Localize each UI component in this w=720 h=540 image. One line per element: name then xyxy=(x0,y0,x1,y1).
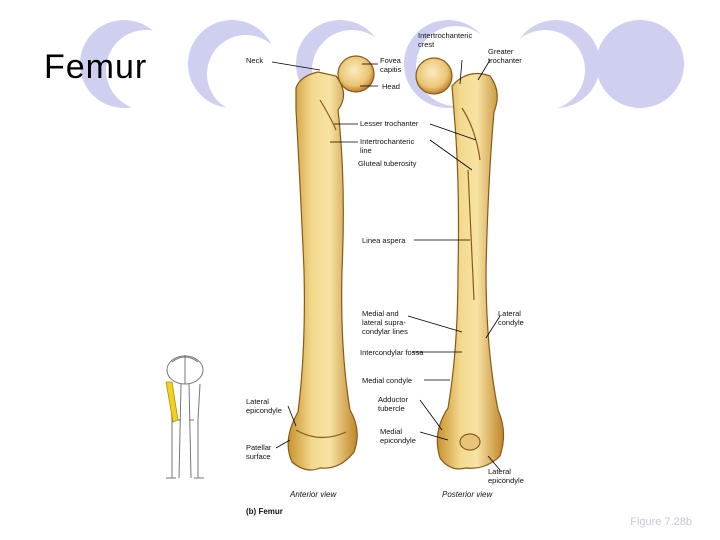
anterior-view-label: Anterior view xyxy=(289,490,337,499)
label-medial-condyle: Medial condyle xyxy=(362,376,412,385)
posterior-femur xyxy=(415,57,505,470)
label-supracondylar-3: condylar lines xyxy=(362,327,408,336)
figure-caption: (b) Femur xyxy=(246,507,283,516)
label-neck: Neck xyxy=(246,56,263,65)
label-intertrochanteric-crest-2: crest xyxy=(418,40,435,49)
label-intertrochanteric-line-2: line xyxy=(360,146,372,155)
label-intertrochanteric-line-1: Intertrochanteric xyxy=(360,137,414,146)
label-lateral-epicondyle-left-2: epicondyle xyxy=(246,406,282,415)
label-greater-trochanter-1: Greater xyxy=(488,47,514,56)
label-fovea-capitis-1: Fovea xyxy=(380,56,402,65)
label-lateral-epicondyle-right-1: Lateral xyxy=(488,467,511,476)
label-lesser-trochanter: Lesser trochanter xyxy=(360,119,419,128)
label-patellar-surface-2: surface xyxy=(246,452,271,461)
label-supracondylar-1: Medial and xyxy=(362,309,399,318)
label-linea-aspera: Linea aspera xyxy=(362,236,406,245)
anterior-femur xyxy=(287,55,375,471)
label-fovea-capitis-2: capitis xyxy=(380,65,402,74)
slide-title: Femur xyxy=(44,48,148,86)
label-intercondylar-fossa: Intercondylar fossa xyxy=(360,348,424,357)
label-supracondylar-2: lateral supra- xyxy=(362,318,406,327)
label-gluteal-tuberosity: Gluteal tuberosity xyxy=(358,159,417,168)
label-head: Head xyxy=(382,82,400,91)
label-lateral-condyle-1: Lateral xyxy=(498,309,521,318)
label-lateral-epicondyle-left-1: Lateral xyxy=(246,397,269,406)
posterior-view-label: Posterior view xyxy=(442,490,493,499)
leader-lines xyxy=(271,59,501,471)
figure-reference: Figure 7.28b xyxy=(630,516,692,528)
label-patellar-surface-1: Patellar xyxy=(246,443,272,452)
label-greater-trochanter-2: trochanter xyxy=(488,56,522,65)
label-intertrochanteric-crest-1: Intertrochanteric xyxy=(418,31,472,40)
highlighted-femur-inset xyxy=(165,381,179,423)
label-adductor-tubercle-1: Adductor xyxy=(378,395,409,404)
label-medial-epicondyle-1: Medial xyxy=(380,427,402,436)
label-lateral-epicondyle-right-2: epicondyle xyxy=(488,476,524,485)
label-adductor-tubercle-2: tubercle xyxy=(378,404,405,413)
label-medial-epicondyle-2: epicondyle xyxy=(380,436,416,445)
label-lateral-condyle-2: condyle xyxy=(498,318,524,327)
decor-circle-6 xyxy=(596,20,684,108)
